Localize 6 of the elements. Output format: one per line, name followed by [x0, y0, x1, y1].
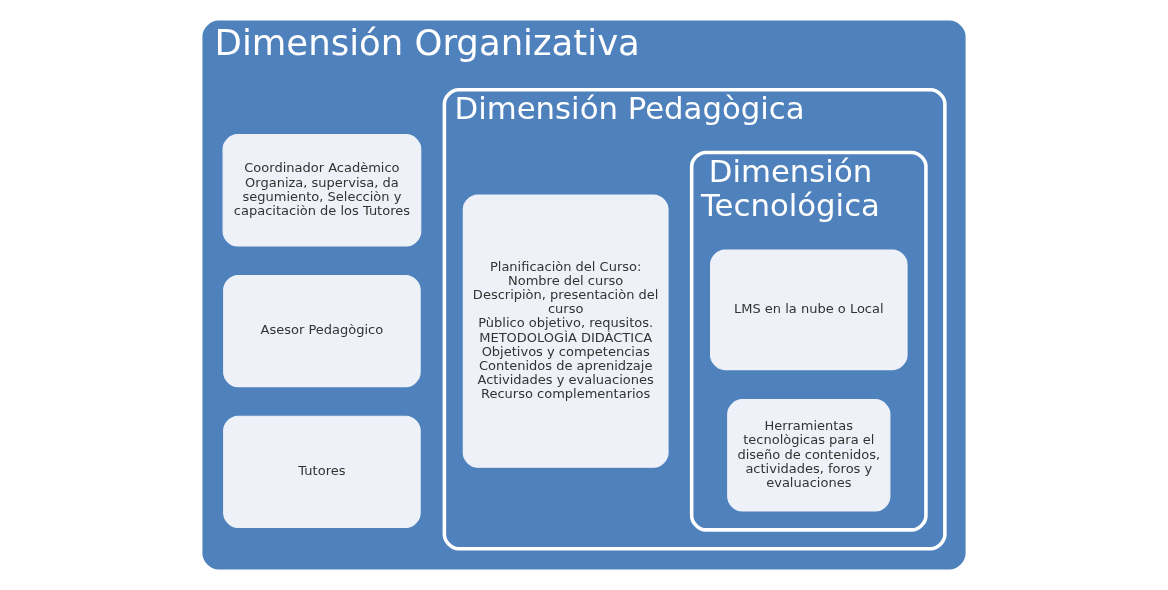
node-box: LMS en la nube o Local	[710, 249, 908, 371]
node-box: Asesor Pedagògico	[223, 274, 421, 388]
node-box: Tutores	[223, 415, 421, 529]
node-box: Planificaciòn del Curso: Nombre del curso Descripiòn, presentaciòn del curso Pùblico objetivo, requsitos. METODOLOGÌA DIDÀCTICA Objetivos y competencias Contenidos de aprenidzaje Actividades y evaluaciones Recurso complementarios	[462, 194, 669, 468]
node-box: Herramientas tecnològicas para el diseño de contenidos, actividades, foros y evaluaciones	[727, 399, 891, 512]
node-box: Coordinador Acadèmico Organiza, supervisa, da segumiento, Selecciòn y capacitaciòn de los Tutores	[222, 134, 422, 247]
